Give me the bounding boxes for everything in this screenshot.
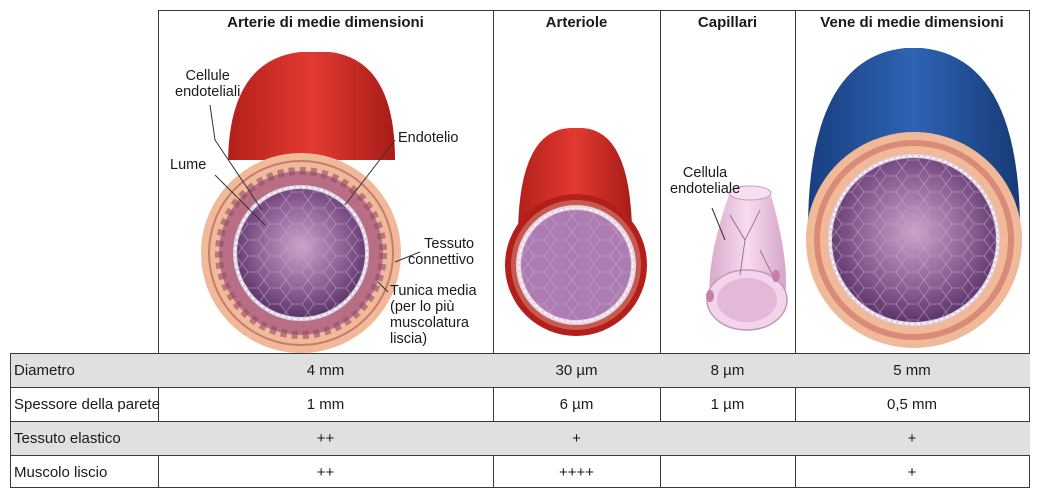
- table-cell: +: [572, 430, 581, 447]
- label-cellula-endoteliale: Cellula endoteliale: [670, 165, 741, 197]
- table-cell: 30 µm: [555, 362, 598, 379]
- top-border: [158, 10, 1030, 11]
- column-title-capillari: Capillari: [697, 14, 758, 31]
- table-bottom-border: [10, 487, 1030, 488]
- table-cell: +: [907, 464, 917, 481]
- arteriole-illustration: [505, 128, 647, 336]
- table-cell: +: [907, 430, 917, 447]
- column-divider: [795, 10, 796, 487]
- row-label: Diametro: [14, 362, 75, 379]
- label-tessuto-connettivo: Tessuto connettivo: [408, 236, 475, 268]
- table-cell: ++++: [558, 464, 595, 481]
- annotation-leaders: [209, 104, 726, 293]
- table-row: Diametro 4 mm 30 µm 8 µm 5 mm: [10, 354, 1030, 387]
- vessel-illustrations: [201, 48, 1022, 353]
- table-cell: ++: [316, 464, 335, 481]
- row-divider: [10, 421, 1030, 422]
- table-border: [10, 353, 1030, 354]
- table-cell: 5 mm: [893, 362, 931, 379]
- vein-illustration: [806, 48, 1022, 348]
- table-cell: 6 µm: [559, 396, 594, 413]
- table-cell: 8 µm: [710, 362, 745, 379]
- table-row: Muscolo liscio ++ ++++ +: [10, 456, 1030, 489]
- table-row: Spessore della parete 1 mm 6 µm 1 µm 0,5…: [10, 388, 1030, 421]
- label-tunica-media: Tunica media (per lo più muscolatura lis…: [390, 283, 477, 347]
- table-cell: ++: [316, 430, 335, 447]
- row-label: Tessuto elastico: [14, 430, 121, 447]
- column-title-arterie: Arterie di medie dimensioni: [227, 14, 424, 31]
- label-lume: Lume: [170, 157, 207, 173]
- capillary-illustration: [706, 185, 788, 331]
- label-endotelio: Endotelio: [398, 130, 459, 146]
- table-cell: 1 µm: [710, 396, 745, 413]
- table-left-border: [10, 353, 11, 488]
- column-divider: [660, 10, 661, 487]
- artery-illustration: [201, 52, 401, 353]
- table-cell: 4 mm: [306, 362, 345, 379]
- column-title-arteriole: Arteriole: [545, 14, 608, 31]
- column-title-vene: Vene di medie dimensioni: [820, 14, 1004, 31]
- column-divider: [158, 10, 159, 487]
- column-divider: [1029, 10, 1030, 487]
- column-divider: [493, 10, 494, 487]
- label-cellule-endoteliali: Cellule endoteliali: [175, 68, 241, 100]
- row-label: Spessore della parete: [14, 396, 160, 413]
- row-divider: [10, 455, 1030, 456]
- row-divider: [10, 387, 1030, 388]
- table-cell: 1 mm: [306, 396, 345, 413]
- table-cell: 0,5 mm: [886, 396, 937, 413]
- row-label: Muscolo liscio: [14, 464, 108, 481]
- table-row: Tessuto elastico ++ + +: [10, 422, 1030, 455]
